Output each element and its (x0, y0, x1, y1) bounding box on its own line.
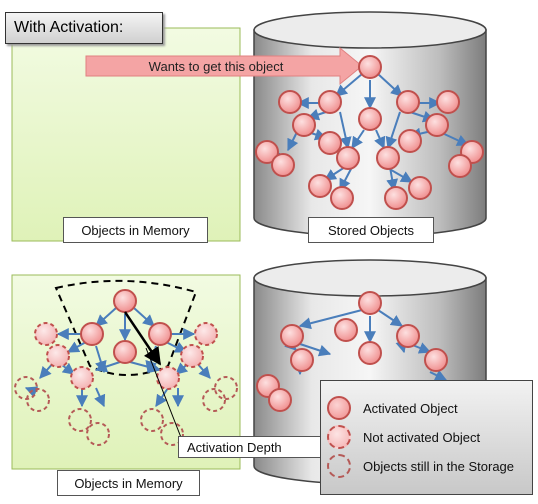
top-tree-nodes (255, 55, 484, 210)
activation-depth-label: Activation Depth (178, 436, 326, 458)
legend-in-storage-text: Objects still in the Storage (363, 458, 515, 474)
legend-not-activated-text: Not activated Object (363, 429, 481, 445)
activation-depth-leader (145, 347, 183, 441)
activation-boundary (54, 279, 198, 376)
bottom-memory-label: Objects in Memory (57, 470, 200, 496)
bottom-storage-nodes (256, 291, 448, 412)
top-storage-label: Stored Objects (308, 217, 434, 243)
request-arrow (85, 46, 363, 86)
storage-object-icon (327, 454, 351, 478)
legend-activated: Activated Object (327, 395, 458, 421)
storage-only-nodes (14, 376, 238, 446)
top-memory-label: Objects in Memory (63, 217, 208, 243)
activated-object-icon (327, 396, 351, 420)
legend-activated-text: Activated Object (363, 400, 458, 416)
requested-object-node (358, 55, 382, 79)
legend-not-activated: Not activated Object (327, 424, 480, 450)
activation-depth-arrow (123, 311, 162, 366)
not-activated-nodes (34, 322, 218, 390)
not-activated-object-icon (327, 425, 351, 449)
request-arrow-label: Wants to get this object (148, 58, 284, 74)
legend: Activated Object Not activated Object Ob… (320, 380, 533, 495)
page-title: With Activation: (5, 12, 163, 44)
legend-in-storage: Objects still in the Storage (327, 453, 514, 479)
